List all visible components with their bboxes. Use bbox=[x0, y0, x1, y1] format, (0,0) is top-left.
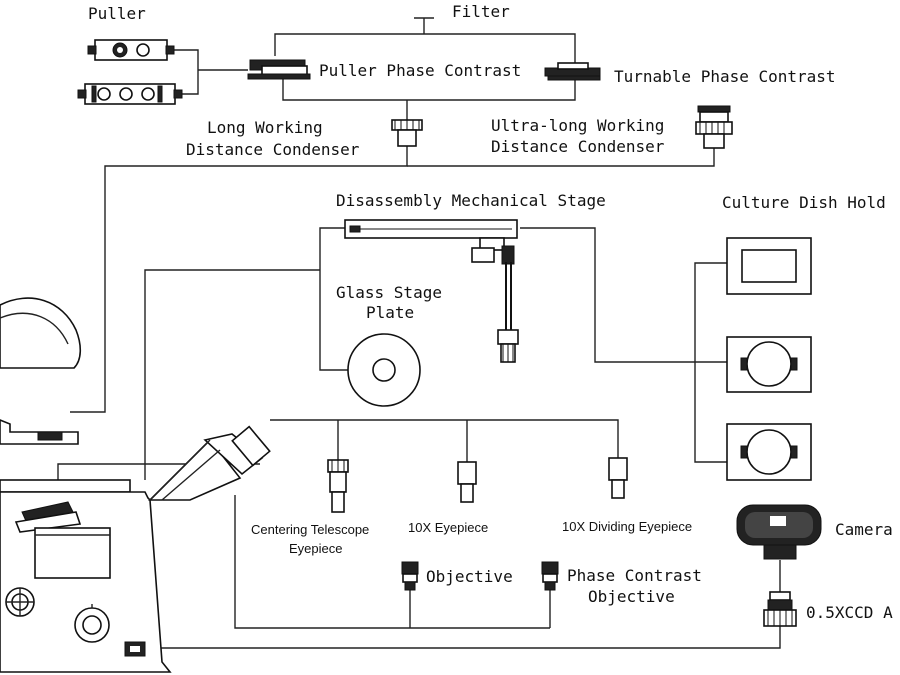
culture-dish-holder-rect-icon bbox=[726, 237, 812, 295]
camera-icon bbox=[736, 504, 822, 560]
long-working-condenser-icon bbox=[391, 119, 423, 147]
puller-single-slot-icon bbox=[87, 39, 175, 61]
label-ccd-adapter: 0.5XCCD A bbox=[806, 603, 893, 622]
eyepiece-10x-icon bbox=[457, 461, 477, 503]
label-dividing-eyepiece-10x: 10X Dividing Eyepiece bbox=[562, 519, 692, 534]
label-objective: Objective bbox=[426, 567, 513, 586]
label-ultra-long-line1: Ultra-long Working bbox=[491, 116, 664, 135]
puller-phase-contrast-icon bbox=[247, 59, 311, 80]
label-long-working-line1: Long Working bbox=[207, 118, 323, 137]
ultra-long-condenser-icon bbox=[695, 105, 733, 149]
objective-icon bbox=[401, 561, 419, 591]
label-long-working-line2: Distance Condenser bbox=[186, 140, 360, 159]
label-phase-contrast-line1: Phase Contrast bbox=[567, 566, 702, 585]
label-centering-line1: Centering Telescope bbox=[251, 522, 369, 537]
puller-triple-slot-icon bbox=[77, 83, 183, 105]
label-phase-contrast-line2: Objective bbox=[588, 587, 675, 606]
label-glass-stage-line2: Plate bbox=[366, 303, 414, 322]
connector-lines bbox=[57, 17, 781, 649]
turnable-phase-contrast-icon bbox=[544, 62, 601, 81]
label-disassembly-stage: Disassembly Mechanical Stage bbox=[336, 191, 606, 210]
label-ultra-long-line2: Distance Condenser bbox=[491, 137, 665, 156]
label-turnable-phase-contrast: Turnable Phase Contrast bbox=[614, 67, 836, 86]
label-culture-dish-holder: Culture Dish Hold bbox=[722, 193, 886, 212]
mechanical-stage-icon bbox=[344, 219, 519, 363]
glass-stage-plate-icon bbox=[347, 333, 421, 407]
label-puller-phase-contrast: Puller Phase Contrast bbox=[319, 61, 521, 80]
culture-dish-holder-round-icon bbox=[726, 336, 812, 393]
centering-telescope-eyepiece-icon bbox=[327, 459, 349, 513]
label-centering-line2: Eyepiece bbox=[289, 541, 342, 556]
culture-dish-holder-round-small-icon bbox=[726, 423, 812, 481]
label-eyepiece-10x: 10X Eyepiece bbox=[408, 520, 488, 535]
label-puller: Puller bbox=[88, 4, 146, 23]
dividing-eyepiece-10x-icon bbox=[608, 457, 628, 499]
label-camera: Camera bbox=[835, 520, 893, 539]
label-glass-stage-line1: Glass Stage bbox=[336, 283, 442, 302]
label-filter: Filter bbox=[452, 2, 510, 21]
ccd-adapter-icon bbox=[763, 591, 797, 627]
phase-contrast-objective-icon bbox=[541, 561, 559, 591]
microscope-body-icon bbox=[0, 297, 271, 673]
